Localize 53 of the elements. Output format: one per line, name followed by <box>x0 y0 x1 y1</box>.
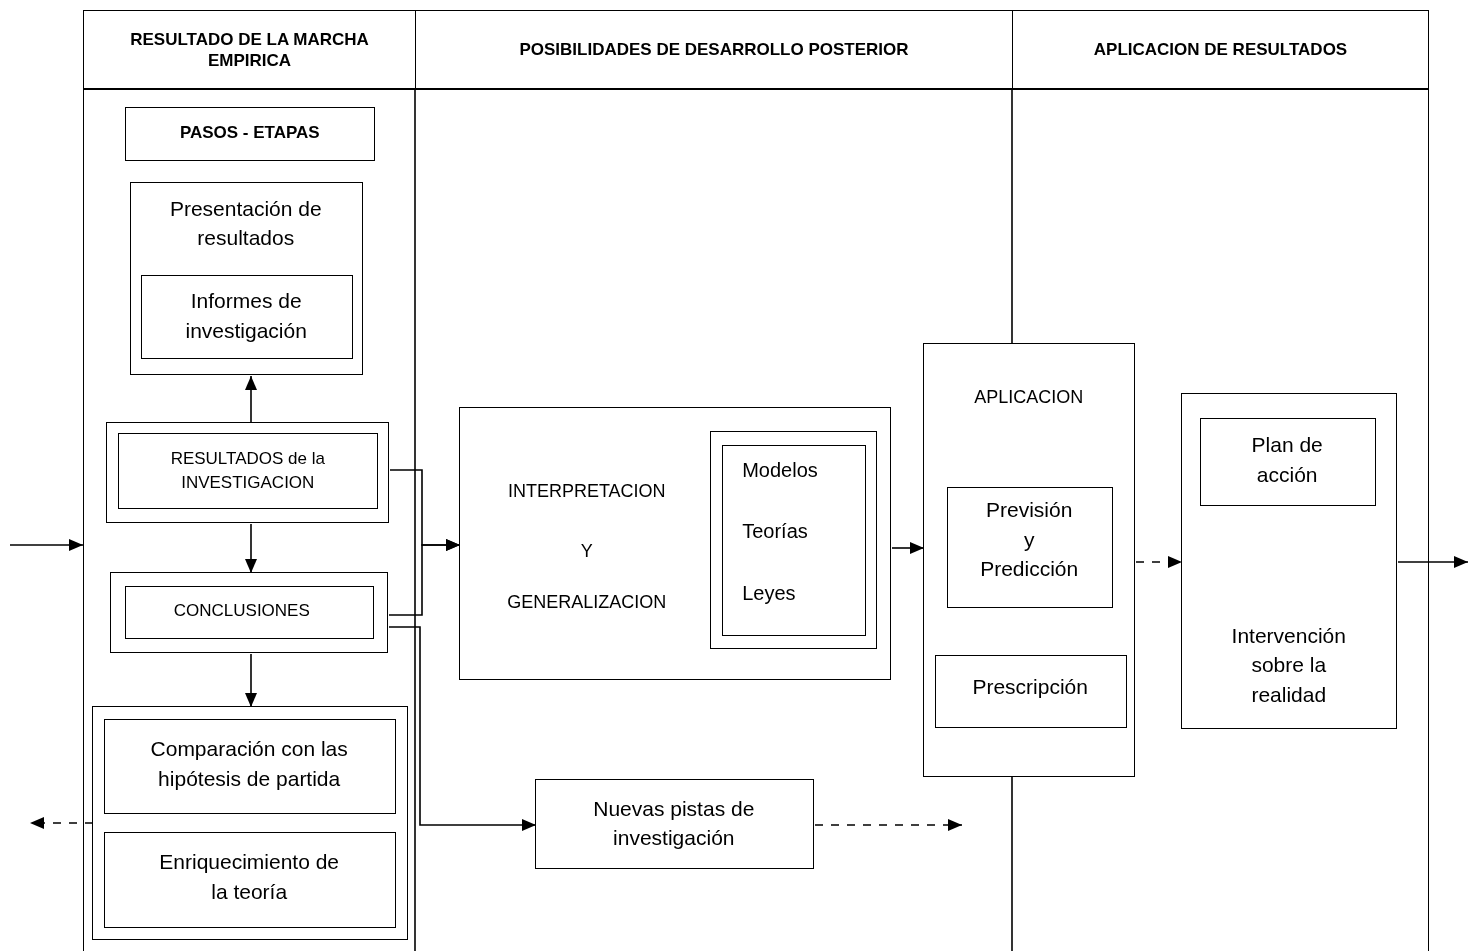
box-text: Modelos <box>742 458 818 484</box>
arrow <box>891 542 925 554</box>
frame-box <box>92 706 409 941</box>
process-box <box>923 343 1136 778</box>
process-box <box>1181 393 1398 730</box>
process-box <box>934 654 1127 728</box>
box-text: APLICACION <box>974 385 1084 409</box>
arrow <box>29 817 94 829</box>
process-box <box>125 107 376 162</box>
arrow <box>1135 556 1183 568</box>
arrow <box>814 819 963 831</box>
arrow <box>388 539 461 616</box>
process-box <box>106 422 390 524</box>
process-box <box>709 430 877 649</box>
box-text: Presentación de resultados <box>168 195 323 252</box>
arrow <box>245 523 257 574</box>
arrow <box>388 626 537 831</box>
arrow <box>245 653 257 708</box>
box-text: Informes de investigación <box>184 288 308 344</box>
box-text: Teorías <box>742 519 808 545</box>
process-box <box>946 486 1113 608</box>
process-box <box>1199 417 1376 506</box>
column-header: POSIBILIDADES DE DESARROLLO POSTERIOR <box>519 39 909 61</box>
header-cell <box>83 10 416 90</box>
process-box <box>110 572 389 654</box>
process-box <box>130 182 364 376</box>
header-cell <box>1012 10 1429 90</box>
column-header: RESULTADO DE LA MARCHA EMPIRICA <box>129 28 370 72</box>
header-cell <box>415 10 1013 90</box>
box-text: CONCLUSIONES <box>173 599 310 622</box>
arrow <box>1397 556 1469 568</box>
process-box <box>535 779 815 870</box>
process-box <box>103 718 396 814</box>
box-text: RESULTADOS de la INVESTIGACION <box>169 447 326 494</box>
box-text: Comparación con las hipótesis de partida <box>149 736 349 792</box>
process-box <box>459 407 892 681</box>
process-box <box>103 831 396 928</box>
box-text: Nuevas pistas de investigación <box>592 795 756 852</box>
process-box <box>140 274 353 359</box>
box-text: Enriquecimiento de la teoría <box>158 849 341 905</box>
box-text: PASOS - ETAPAS <box>179 121 320 144</box>
arrow <box>9 539 84 551</box>
box-text: Intervención sobre la realidad <box>1230 622 1347 708</box>
arrow <box>245 375 257 424</box>
column-header: APLICACION DE RESULTADOS <box>1093 39 1348 61</box>
box-text: INTERPRETACION <box>507 479 666 503</box>
table-frame <box>83 88 1429 951</box>
box-text: GENERALIZACION <box>507 590 667 614</box>
box-text: Prescripción <box>972 674 1088 701</box>
box-text: Previsión y Predicción <box>980 497 1079 582</box>
box-text: Plan de acción <box>1250 432 1324 488</box>
box-text: Y <box>580 539 593 563</box>
box-text: Leyes <box>742 581 796 607</box>
